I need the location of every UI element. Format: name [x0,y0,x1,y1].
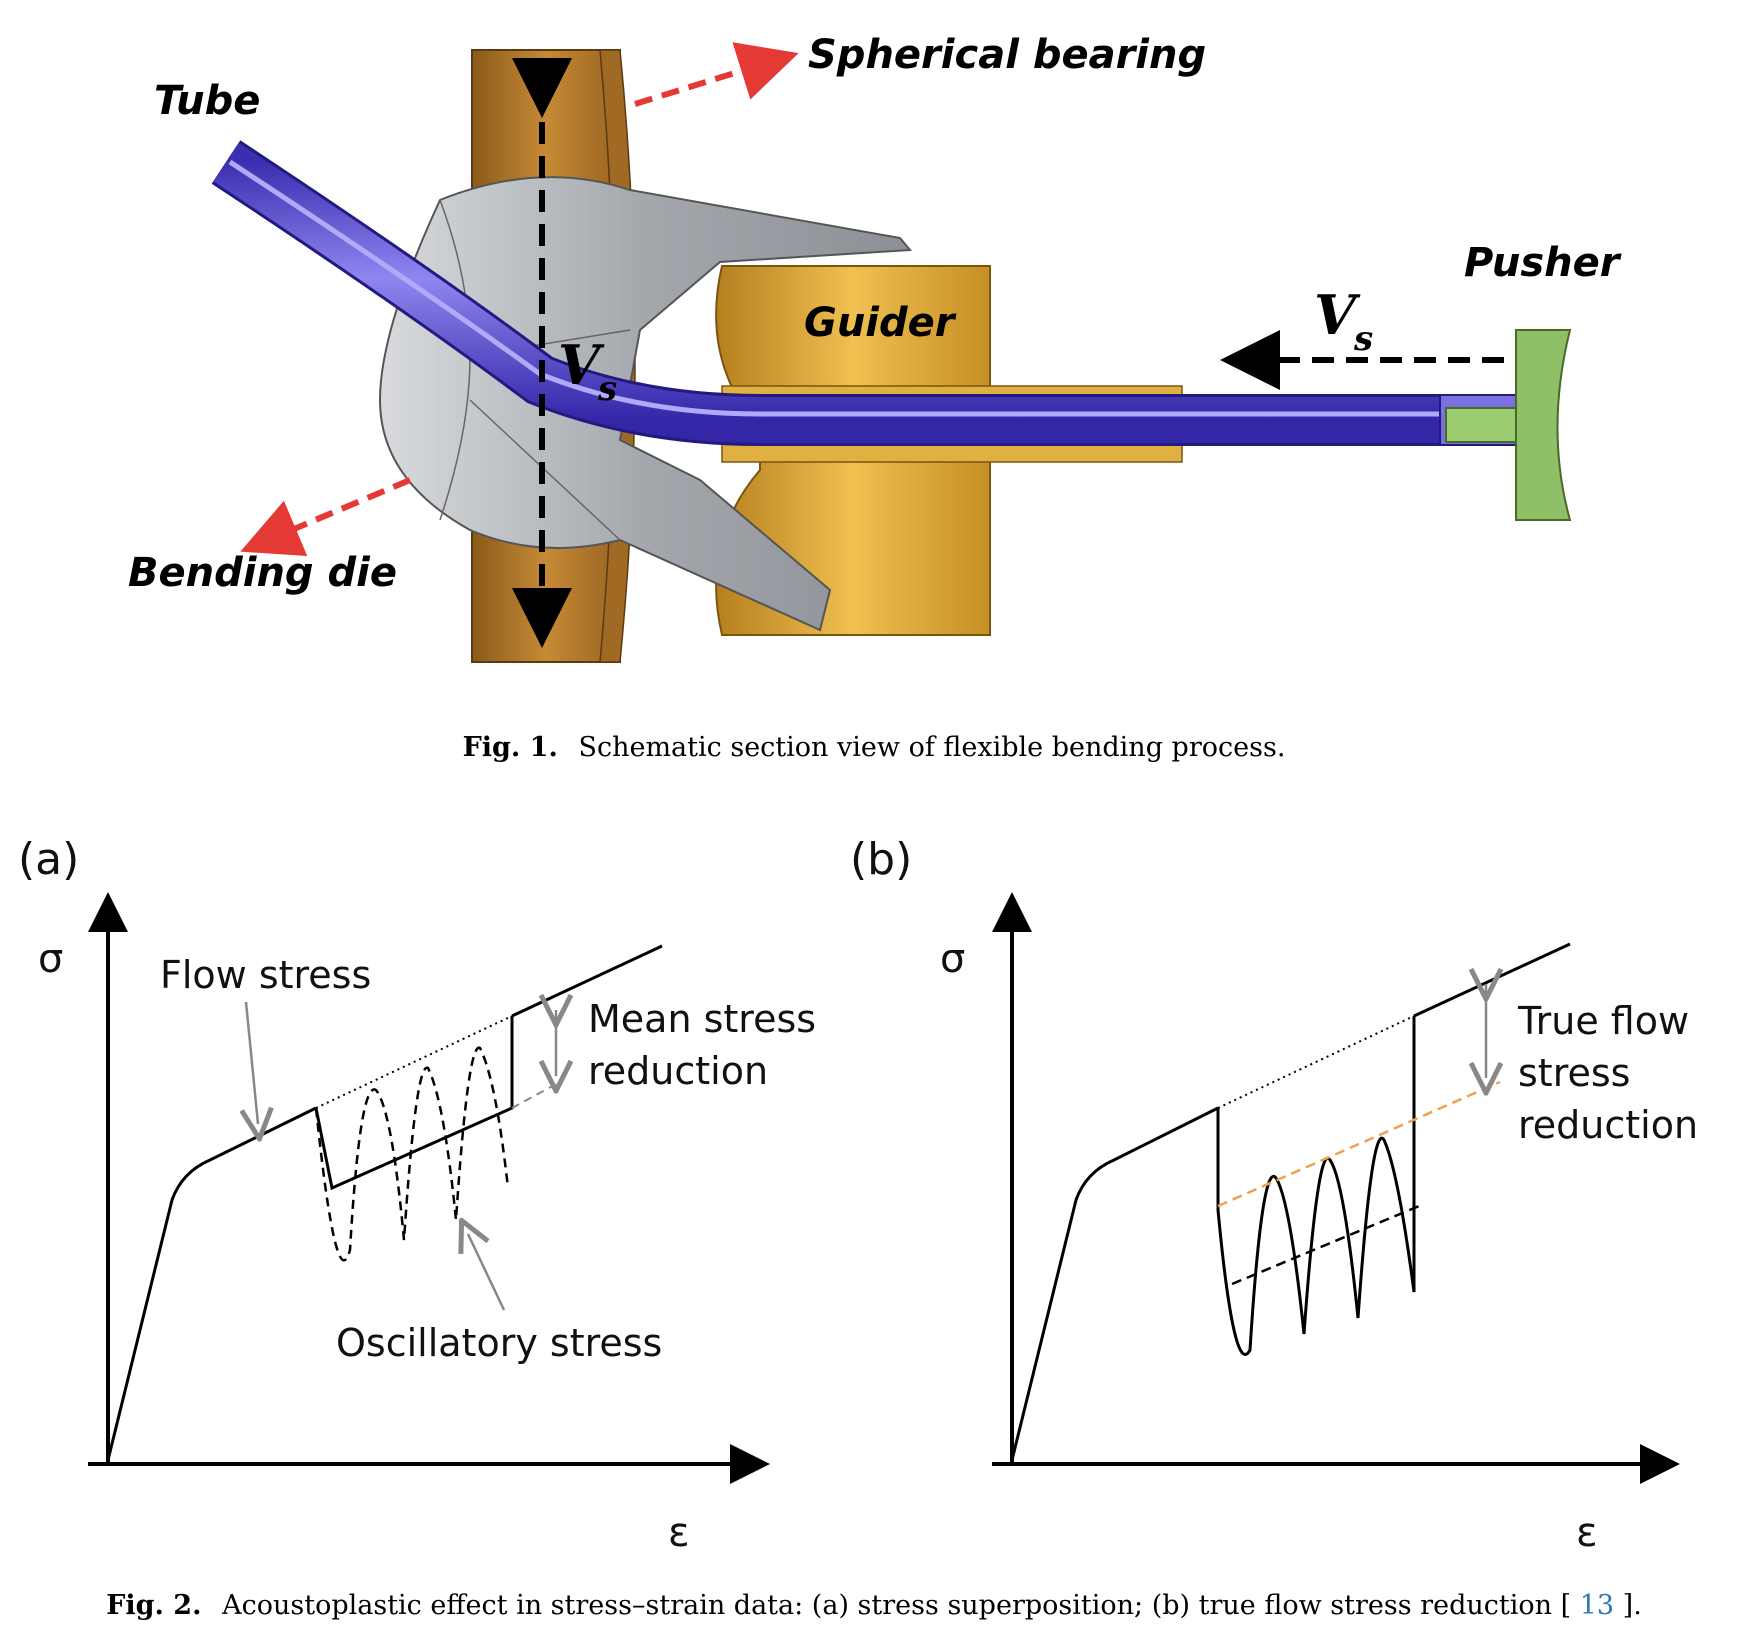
figure-2-caption-text: Acoustoplastic effect in stress–strain d… [221,1590,1571,1621]
velocity-symbol: V [1314,283,1361,347]
velocity-label-die: V s [558,333,617,409]
bending-die-pointer-arrow [240,477,412,556]
panel-b-true-flow-label-2: stress [1518,1051,1630,1095]
panel-a-mean-stress-label-1: Mean stress [588,997,816,1041]
figure-1-caption: Fig. 1. Schematic section view of flexib… [463,732,1286,763]
panel-b-tag: (b) [850,834,912,885]
panel-b-flow-curve [1010,1106,1219,1461]
velocity-subscript: s [1353,319,1373,359]
panel-a-mean-line [314,1016,514,1191]
panel-b-y-label: σ [940,936,965,982]
velocity-subscript: s [597,369,617,409]
panel-b-true-flow-line [1217,1080,1501,1208]
tube-label: Tube [154,78,260,124]
guider-label: Guider [804,300,957,346]
panel-a-flow-dotted [315,1015,513,1109]
panel-b-oscillatory-curve [1216,1016,1416,1356]
figure-1-number: Fig. 1. [463,732,558,763]
reference-link[interactable]: 13 [1580,1590,1614,1621]
panel-a-flow-stress-label: Flow stress [160,953,371,997]
spherical-bearing-label: Spherical bearing [808,32,1206,78]
panel-a-mean-extension [511,1081,561,1109]
velocity-symbol: V [558,333,605,397]
pusher-label: Pusher [1464,240,1622,286]
spherical-bearing-pointer-arrow [634,42,799,107]
panel-b-mean-line [1231,1202,1425,1286]
panel-b-true-flow-label-1: True flow [1517,999,1689,1043]
panel-b-flow-dotted [1217,1015,1415,1109]
panel-a-oscillatory-label: Oscillatory stress [336,1321,662,1365]
figure-2-panel-b: (b) σ ε True flow stress reduction [850,834,1698,1556]
panel-a-y-label: σ [38,936,63,982]
pusher [1445,329,1572,521]
figure-2-caption: Fig. 2. Acoustoplastic effect in stress–… [106,1590,1642,1621]
panel-b-x-label: ε [1576,1510,1598,1556]
panel-a-flow-curve [106,1106,317,1461]
figure-2-panel-a: (a) σ ε Flow stress Mean stress reductio… [18,834,816,1556]
panel-a-mean-stress-label-2: reduction [588,1049,768,1093]
panel-b-true-flow-label-3: reduction [1518,1103,1698,1147]
bending-die-label: Bending die [128,550,397,596]
panel-a-flow-upper [511,944,663,1018]
figure-2-caption-end: ]. [1623,1590,1642,1621]
panel-a-tag: (a) [18,834,79,885]
figure-1: Tube Spherical bearing Guider Pusher Ben… [128,32,1622,763]
panel-a-oscillatory-curve [314,1046,510,1262]
figure-2-number: Fig. 2. [106,1590,201,1621]
figure-1-caption-text: Schematic section view of flexible bendi… [578,732,1285,763]
velocity-label-pusher: V s [1314,283,1373,359]
panel-a-oscillatory-pointer [468,1234,506,1311]
panel-a-x-label: ε [668,1510,690,1556]
panel-a-flow-stress-pointer [246,1001,258,1124]
